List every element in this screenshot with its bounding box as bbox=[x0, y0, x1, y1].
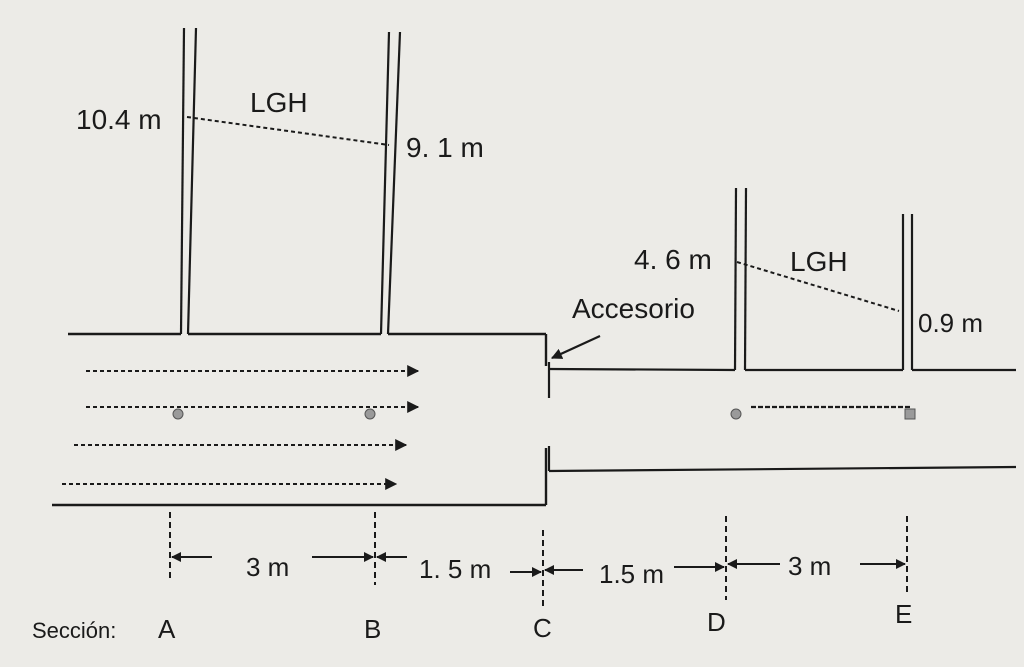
dimension-de-label: 3 m bbox=[788, 551, 831, 581]
section-label-d: D bbox=[707, 607, 726, 637]
dimension-cd-label: 1.5 m bbox=[599, 559, 664, 589]
right-head-low-label: 0.9 m bbox=[918, 308, 983, 338]
section-label-b: B bbox=[364, 614, 381, 644]
piezometer-point-e bbox=[904, 408, 916, 420]
fitting-label: Accesorio bbox=[572, 293, 695, 324]
hydraulic-grade-line-left bbox=[186, 116, 390, 146]
small-pipe bbox=[547, 362, 1017, 473]
piezometer-b bbox=[379, 31, 402, 335]
piezometer-d bbox=[733, 187, 748, 371]
piezometer-e bbox=[901, 214, 914, 370]
dimension-bc-label: 1. 5 m bbox=[419, 554, 491, 584]
section-label-c: C bbox=[533, 613, 552, 643]
piezometer-point-d bbox=[730, 408, 742, 420]
section-caption: Sección: bbox=[32, 618, 116, 643]
section-label-a: A bbox=[158, 614, 176, 644]
dimension-arrows bbox=[171, 552, 906, 577]
section-lines bbox=[169, 512, 908, 610]
hydraulic-grade-line-right bbox=[736, 261, 900, 312]
right-head-high-label: 4. 6 m bbox=[634, 244, 712, 275]
piezometer-a bbox=[179, 27, 198, 335]
flow-arrows bbox=[62, 365, 420, 490]
section-label-e: E bbox=[895, 599, 912, 629]
left-head-high-label: 10.4 m bbox=[76, 104, 162, 135]
left-head-low-label: 9. 1 m bbox=[406, 132, 484, 163]
right-lgh-label: LGH bbox=[790, 246, 848, 277]
dimension-ab-label: 3 m bbox=[246, 552, 289, 582]
left-lgh-label: LGH bbox=[250, 87, 308, 118]
piezometer-point-a bbox=[172, 408, 184, 420]
large-pipe bbox=[52, 332, 548, 507]
fitting-pointer-arrow bbox=[551, 335, 601, 359]
piezometer-point-b bbox=[364, 408, 376, 420]
